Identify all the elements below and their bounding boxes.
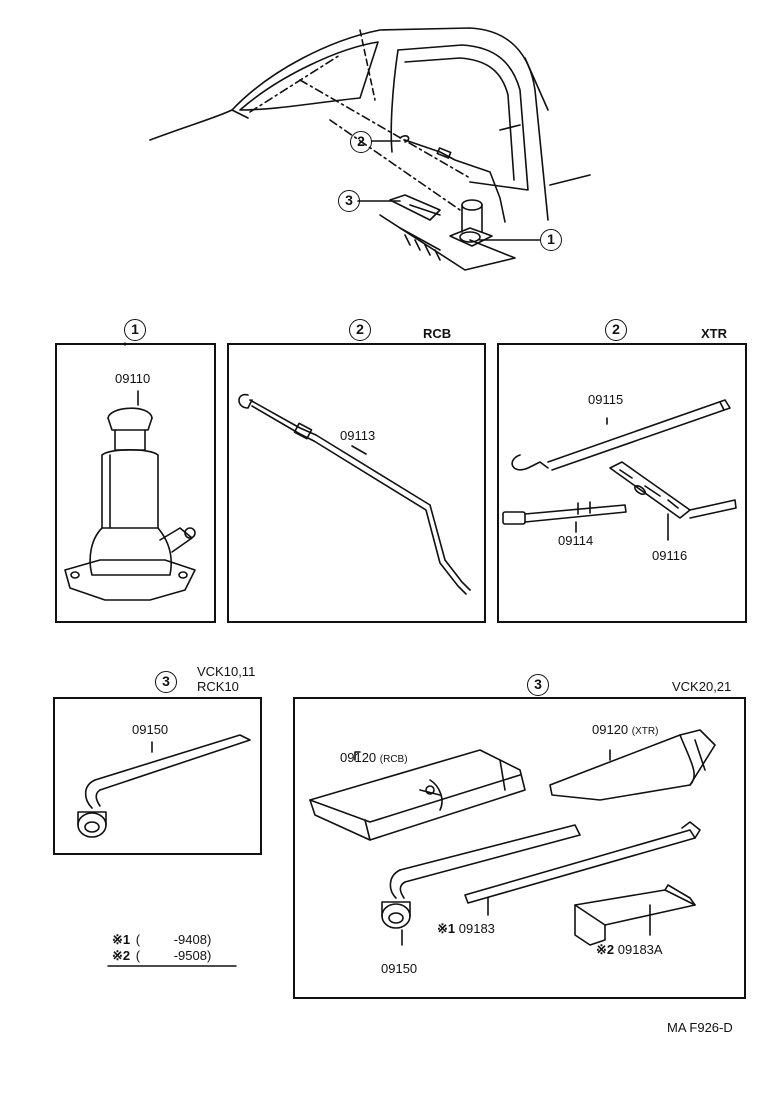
part-09114-label: 09114 — [558, 533, 594, 548]
part-09120-rcb-number: 09120 — [340, 750, 377, 765]
handle-rcb-drawing — [238, 393, 471, 595]
handle-xtr-drawing — [502, 399, 737, 541]
part-09113-label: 09113 — [340, 428, 376, 443]
tools-large-drawing — [309, 729, 716, 946]
part-09183-number: 09183 — [458, 921, 495, 936]
part-09183a-number: 09183A — [617, 942, 663, 957]
panel-handle-xtr-variant: XTR — [701, 326, 727, 341]
panel-jack — [55, 343, 216, 623]
legend-row-2-value: -9508) — [173, 948, 212, 963]
vehicle-overview-drawing — [149, 27, 591, 271]
panel-tools-large — [293, 697, 746, 999]
legend-row-1: ※1 ( -9408) — [112, 933, 211, 946]
panel-tools-large-callout: 3 — [527, 674, 549, 696]
part-09110-label: 09110 — [115, 371, 151, 386]
part-09116-label: 09116 — [652, 548, 688, 563]
part-09120-rcb-note: (RCB) — [379, 754, 408, 765]
part-09150-large-label: 09150 — [381, 961, 418, 976]
panel-handle-xtr-callout: 2 — [605, 319, 627, 341]
part-09183-mark: ※1 — [437, 921, 456, 936]
legend-row-1-value: -9408) — [173, 932, 212, 947]
callout-3-top: 3 — [338, 190, 360, 212]
legend-row-2-paren: ( — [135, 948, 141, 963]
part-09115-label: 09115 — [588, 392, 624, 407]
panel-wrench-small-models-1: VCK10,11 — [197, 664, 256, 679]
callout-2-top: 2 — [350, 131, 372, 153]
panel-tools-large-models: VCK20,21 — [672, 679, 732, 694]
panel-handle-rcb-variant: RCB — [423, 326, 452, 341]
legend-row-1-paren: ( — [135, 932, 141, 947]
panel-wrench-small-models-2: RCK10 — [197, 679, 239, 694]
callout-1-top: 1 — [540, 229, 562, 251]
part-09183-label: ※1 09183 — [437, 922, 495, 935]
panel-jack-callout: 1 — [124, 319, 146, 341]
part-09183a-mark: ※2 — [596, 942, 615, 957]
legend-row-1-mark: ※1 — [112, 932, 131, 947]
part-09183a-label: ※2 09183A — [596, 943, 663, 956]
part-09150-small-label: 09150 — [132, 722, 169, 737]
part-09120-rcb-label: 09120 (RCB) — [340, 751, 408, 765]
panel-wrench-small — [53, 697, 262, 855]
part-09120-xtr-note: (XTR) — [631, 726, 659, 737]
panel-handle-rcb — [227, 343, 486, 623]
legend-row-2: ※2 ( -9508) — [112, 949, 211, 962]
figure-code: MA F926-D — [667, 1020, 733, 1035]
panel-wrench-small-callout: 3 — [155, 671, 177, 693]
panel-handle-xtr — [497, 343, 747, 623]
part-09120-xtr-label: 09120 (XTR) — [592, 723, 658, 737]
legend-row-2-mark: ※2 — [112, 948, 131, 963]
panel-handle-rcb-callout: 2 — [349, 319, 371, 341]
part-09120-xtr-number: 09120 — [592, 722, 629, 737]
jack-drawing — [64, 407, 196, 601]
wrench-small-drawing — [77, 734, 251, 838]
